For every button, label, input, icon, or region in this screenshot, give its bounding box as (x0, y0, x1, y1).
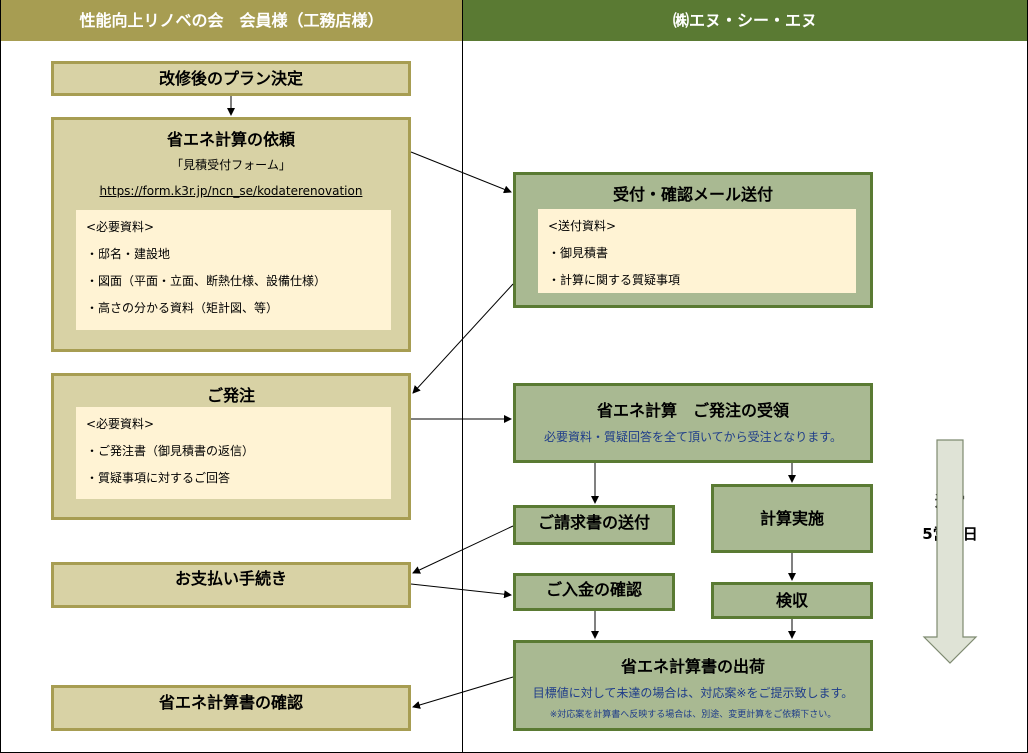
order-received-note: 必要資料・質疑回答を全て頂いてから受注となります。 (543, 430, 843, 444)
sent-materials-box: <送付資料> ・御見積書 ・計算に関する質疑事項 (538, 209, 856, 293)
material-item: ・計算に関する質疑事項 (548, 273, 681, 287)
materials-heading: <送付資料> (548, 219, 617, 233)
shipment-note: 目標値に対して未達の場合は、対応案※をご提示致します。 (532, 686, 854, 700)
calc-execution-box: 計算実施 (711, 484, 873, 553)
material-item: ・御見積書 (548, 246, 609, 260)
deposit-confirm-label: ご入金の確認 (545, 580, 642, 599)
order-title: ご発注 (206, 386, 255, 405)
duration-days-label: 5営業日 (922, 525, 978, 543)
report-confirm-label: 省エネ計算書の確認 (158, 693, 303, 712)
deposit-confirm-box: ご入金の確認 (513, 573, 675, 611)
estimate-form-label: 「見積受付フォーム」 (171, 158, 291, 172)
materials-heading: <必要資料> (86, 220, 155, 234)
member-column-header: 性能向上リノベの会 会員様（工務店様） (1, 0, 462, 41)
material-item: ・高さの分かる資料（矩計図、等） (86, 301, 279, 315)
calc-request-box: 省エネ計算の依頼 「見積受付フォーム」 https://form.k3r.jp/… (51, 117, 411, 352)
material-item: ・質疑事項に対するご回答 (86, 471, 231, 485)
duration-normal-label: 通常 (934, 492, 965, 510)
shipment-box: 省エネ計算書の出荷 目標値に対して未達の場合は、対応案※をご提示致します。 ※対… (513, 640, 873, 731)
order-received-title: 省エネ計算 ご発注の受領 (596, 401, 789, 420)
material-item: ・ご発注書（御見積書の返信） (86, 444, 255, 458)
shipment-footnote: ※対応案を計算書へ反映する場合は、別途、変更計算をご依頼下さい。 (549, 710, 837, 720)
material-item: ・図面（平面・立面、断熱仕様、設備仕様） (86, 274, 327, 288)
calc-execution-label: 計算実施 (759, 509, 824, 528)
shipment-title: 省エネ計算書の出荷 (620, 657, 765, 676)
payment-label: お支払い手続き (174, 569, 287, 588)
receipt-title: 受付・確認メール送付 (612, 185, 773, 204)
estimate-form-link[interactable]: https://form.k3r.jp/ncn_se/kodaterenovat… (99, 184, 363, 198)
request-materials-box: <必要資料> ・邸名・建設地 ・図面（平面・立面、断熱仕様、設備仕様） ・高さの… (76, 210, 391, 330)
order-box: ご発注 <必要資料> ・ご発注書（御見積書の返信） ・質疑事項に対するご回答 (51, 373, 411, 520)
plan-decision-label: 改修後のプラン決定 (158, 69, 303, 88)
invoice-label: ご請求書の送付 (537, 513, 650, 532)
order-materials-box: <必要資料> ・ご発注書（御見積書の返信） ・質疑事項に対するご回答 (76, 407, 391, 499)
report-confirm-box: 省エネ計算書の確認 (51, 685, 411, 731)
calc-request-title: 省エネ計算の依頼 (166, 130, 295, 149)
receipt-box: 受付・確認メール送付 <送付資料> ・御見積書 ・計算に関する質疑事項 (513, 172, 873, 308)
inspection-label: 検収 (775, 591, 808, 610)
ncn-column-header: ㈱エヌ・シー・エヌ (463, 0, 1027, 41)
materials-heading: <必要資料> (86, 417, 155, 431)
inspection-box: 検収 (711, 582, 873, 619)
material-item: ・邸名・建設地 (86, 247, 171, 261)
plan-decision-box: 改修後のプラン決定 (51, 61, 411, 96)
payment-box: お支払い手続き (51, 562, 411, 608)
column-divider (462, 0, 463, 753)
invoice-box: ご請求書の送付 (513, 505, 675, 545)
order-received-box: 省エネ計算 ご発注の受領 必要資料・質疑回答を全て頂いてから受注となります。 (513, 383, 873, 463)
